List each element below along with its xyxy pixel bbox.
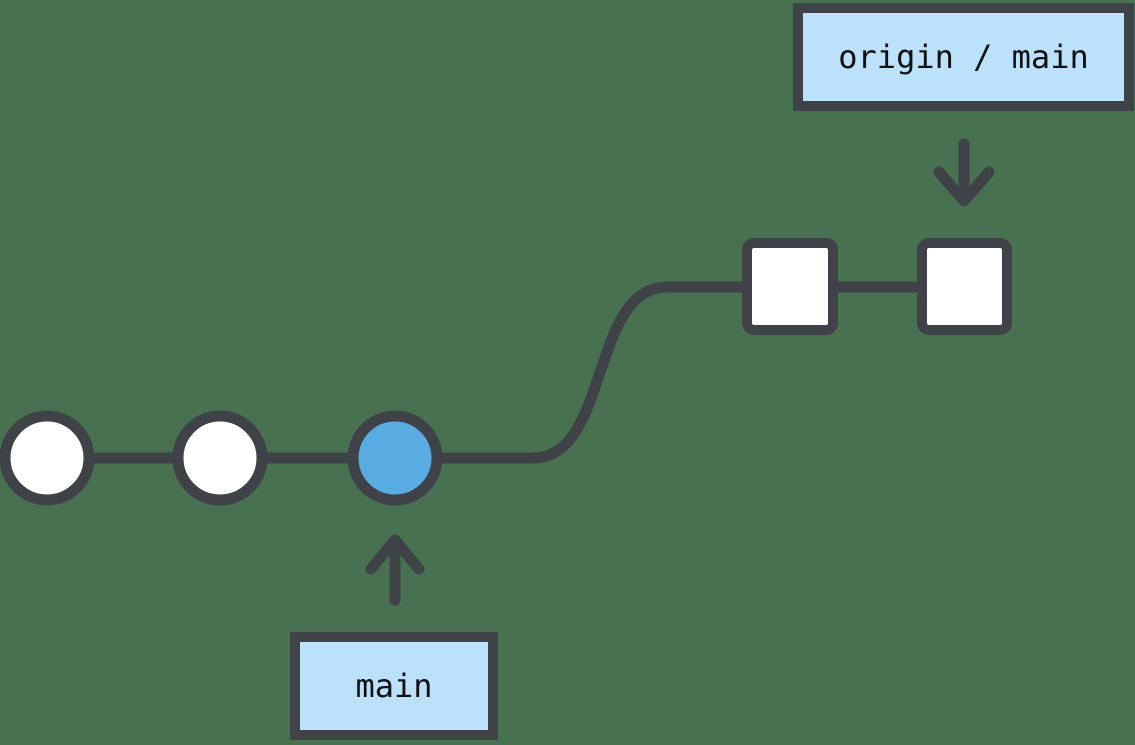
remote-commit-square-1 xyxy=(742,238,838,335)
commit-circle-1 xyxy=(0,410,95,506)
remote-commit-square-2 xyxy=(917,238,1012,335)
branch-curve-connector xyxy=(395,281,747,464)
local-branch-label-text: main xyxy=(355,667,433,705)
remote-branch-label: origin / main xyxy=(793,3,1134,111)
commit-circle-highlighted xyxy=(347,410,443,506)
commit-circle-2 xyxy=(172,410,268,506)
local-branch-label: main xyxy=(290,632,498,740)
remote-branch-label-text: origin / main xyxy=(838,38,1089,76)
arrow-up-icon xyxy=(365,534,425,606)
arrow-down-icon xyxy=(933,138,995,207)
